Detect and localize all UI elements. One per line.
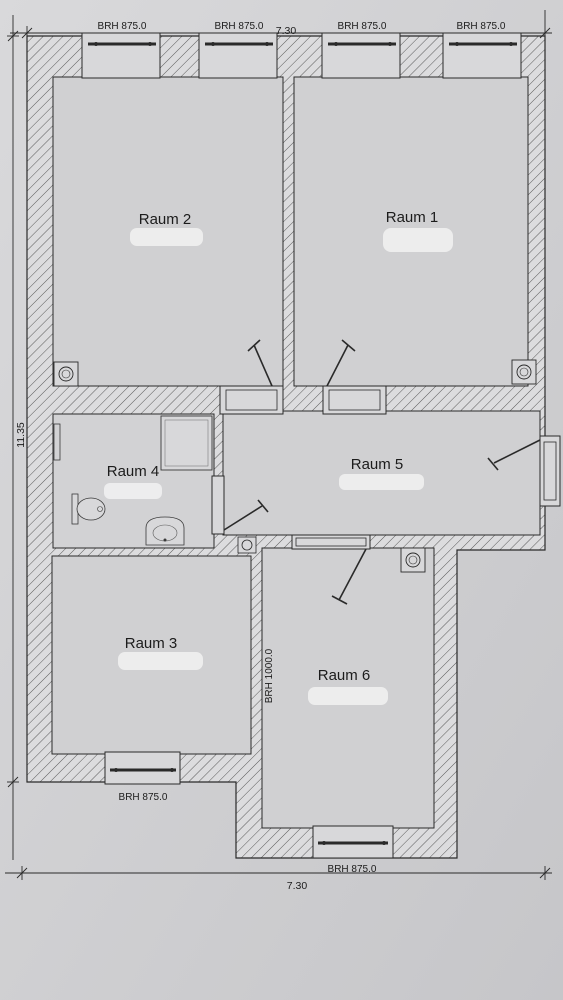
dimension-line-bottom [5, 866, 552, 880]
redaction-raum4 [104, 483, 162, 499]
door-frame-raum6 [291, 534, 371, 550]
redaction-raum5 [339, 474, 424, 490]
label-raum6: Raum 6 [318, 667, 371, 684]
label-raum3: Raum 3 [125, 635, 178, 652]
label-raum5: Raum 5 [351, 456, 404, 473]
brh-label-raum6: BRH 875.0 [328, 864, 377, 875]
room-raum5-area [222, 410, 541, 536]
dimension-height-left: 11.35 [15, 422, 27, 448]
dimension-width-bottom: 7.30 [287, 880, 308, 892]
shaft-corridor [237, 536, 257, 554]
redaction-raum2 [130, 228, 203, 246]
window-top-3 [321, 32, 401, 79]
radiator-raum4 [53, 423, 61, 461]
brh-label-top-4: BRH 875.0 [457, 21, 506, 32]
brh-label-top-1: BRH 875.0 [98, 21, 147, 32]
sink-fixture [145, 516, 185, 546]
door-swing-raum1 [326, 339, 356, 387]
label-raum2: Raum 2 [139, 211, 192, 228]
dimension-width-top: 7.30 [276, 25, 297, 37]
door-frame-east [539, 435, 561, 507]
door-swing-raum2 [247, 339, 273, 387]
door-swing-raum4 [223, 499, 269, 531]
label-raum4: Raum 4 [107, 463, 160, 480]
brh-label-raum3: BRH 875.0 [119, 792, 168, 803]
brh-label-top-3: BRH 875.0 [338, 21, 387, 32]
redaction-raum1 [383, 228, 453, 252]
door-swing-raum6 [331, 548, 367, 605]
shower-tray [160, 415, 213, 471]
shaft-raum6 [400, 547, 426, 573]
door-frame-raum2 [219, 385, 284, 415]
window-raum6 [312, 825, 394, 859]
door-swing-east [487, 439, 541, 471]
brh-label-top-2: BRH 875.0 [215, 21, 264, 32]
window-top-4 [442, 32, 522, 79]
shaft-raum1 [511, 359, 537, 385]
window-top-2 [198, 32, 278, 79]
dimension-line-left [7, 15, 19, 860]
redaction-raum3 [118, 652, 203, 670]
window-top-1 [81, 32, 161, 79]
dimension-line-top [10, 10, 552, 40]
door-frame-raum1 [322, 385, 387, 415]
toilet-fixture [71, 493, 106, 525]
label-raum1: Raum 1 [386, 209, 439, 226]
shaft-raum2 [53, 361, 79, 387]
redaction-raum6 [308, 687, 388, 705]
brh-label-raum6-side: BRH 1000.0 [264, 648, 275, 703]
window-raum3 [104, 751, 181, 785]
door-frame-raum4 [211, 475, 225, 535]
